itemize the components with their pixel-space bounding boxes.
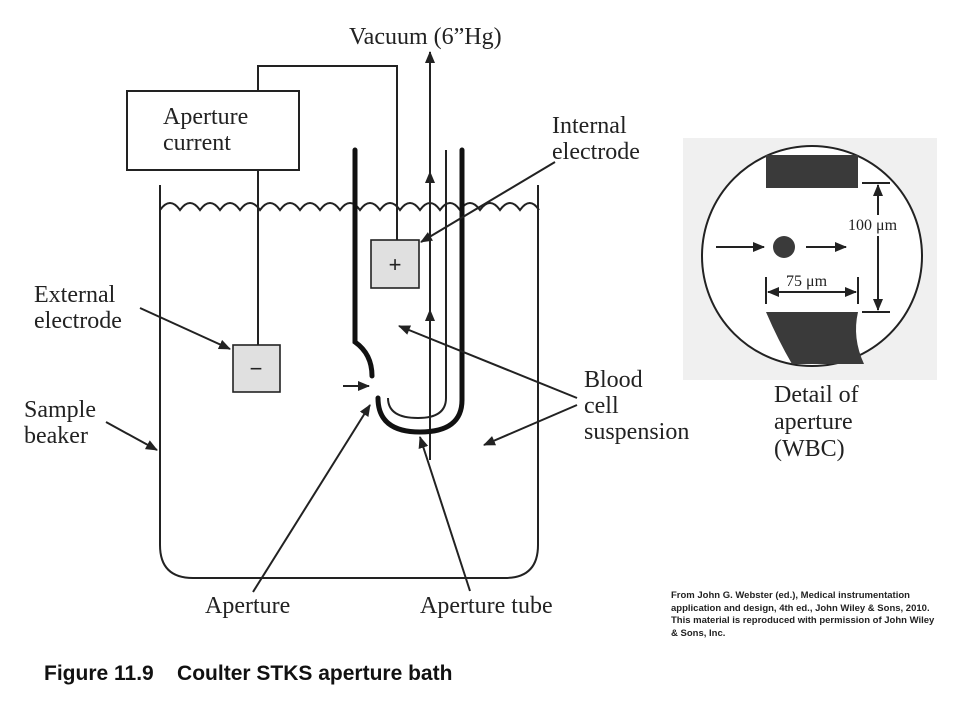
minus-sign: −: [250, 356, 263, 381]
aperture-tube-leader: [418, 436, 471, 592]
source-credit: From John G. Webster (ed.), Medical inst…: [671, 590, 935, 639]
aperture-tube-label: Aperture tube: [420, 593, 553, 619]
aperture-wall-top: [766, 155, 858, 188]
detail-label: (WBC): [774, 436, 845, 462]
internal-electrode-leader: [420, 161, 556, 243]
sample-beaker-leader: [105, 421, 158, 451]
aperture-current-label: Aperture: [163, 104, 248, 130]
plus-sign: +: [389, 252, 402, 277]
blood-cell-suspension-label: suspension: [584, 419, 689, 445]
vacuum-label: Vacuum (6”Hg): [349, 24, 502, 50]
blood-cell-suspension-label: Blood: [584, 367, 643, 393]
blood-cell-suspension-label: cell: [584, 393, 619, 419]
figure-caption: Figure 11.9 Coulter STKS aperture bath: [44, 662, 453, 685]
external-electrode-leader: [139, 307, 231, 350]
detail-label: aperture: [774, 409, 853, 435]
aperture-tube-outer: [352, 147, 465, 435]
aperture-tube-inner: [387, 150, 447, 420]
blood-cell: [773, 236, 795, 258]
external-electrode: [232, 344, 281, 393]
sample-beaker-label: Sample: [24, 397, 96, 423]
sample-beaker-label: beaker: [24, 423, 88, 449]
dim-100-label: 100 μm: [848, 217, 898, 234]
sample-beaker: [159, 185, 539, 579]
internal-electrode-label: electrode: [552, 139, 640, 165]
external-electrode-label: electrode: [34, 308, 122, 334]
aperture-label: Aperture: [205, 593, 290, 619]
wire-to-internal-electrode: [257, 65, 398, 240]
internal-electrode-label: Internal: [552, 113, 627, 139]
dim-75-label: 75 μm: [786, 273, 828, 290]
external-electrode-label: External: [34, 282, 116, 308]
internal-electrode: [370, 239, 420, 289]
aperture-wall-bottom: [766, 312, 864, 364]
aperture-leader: [252, 404, 371, 593]
aperture-current-label: current: [163, 130, 231, 156]
suspension-leader-outside: [483, 404, 578, 446]
suspension-leader-inside: [398, 325, 578, 399]
aperture-current-box: [126, 90, 300, 171]
detail-label: Detail of: [774, 382, 859, 408]
